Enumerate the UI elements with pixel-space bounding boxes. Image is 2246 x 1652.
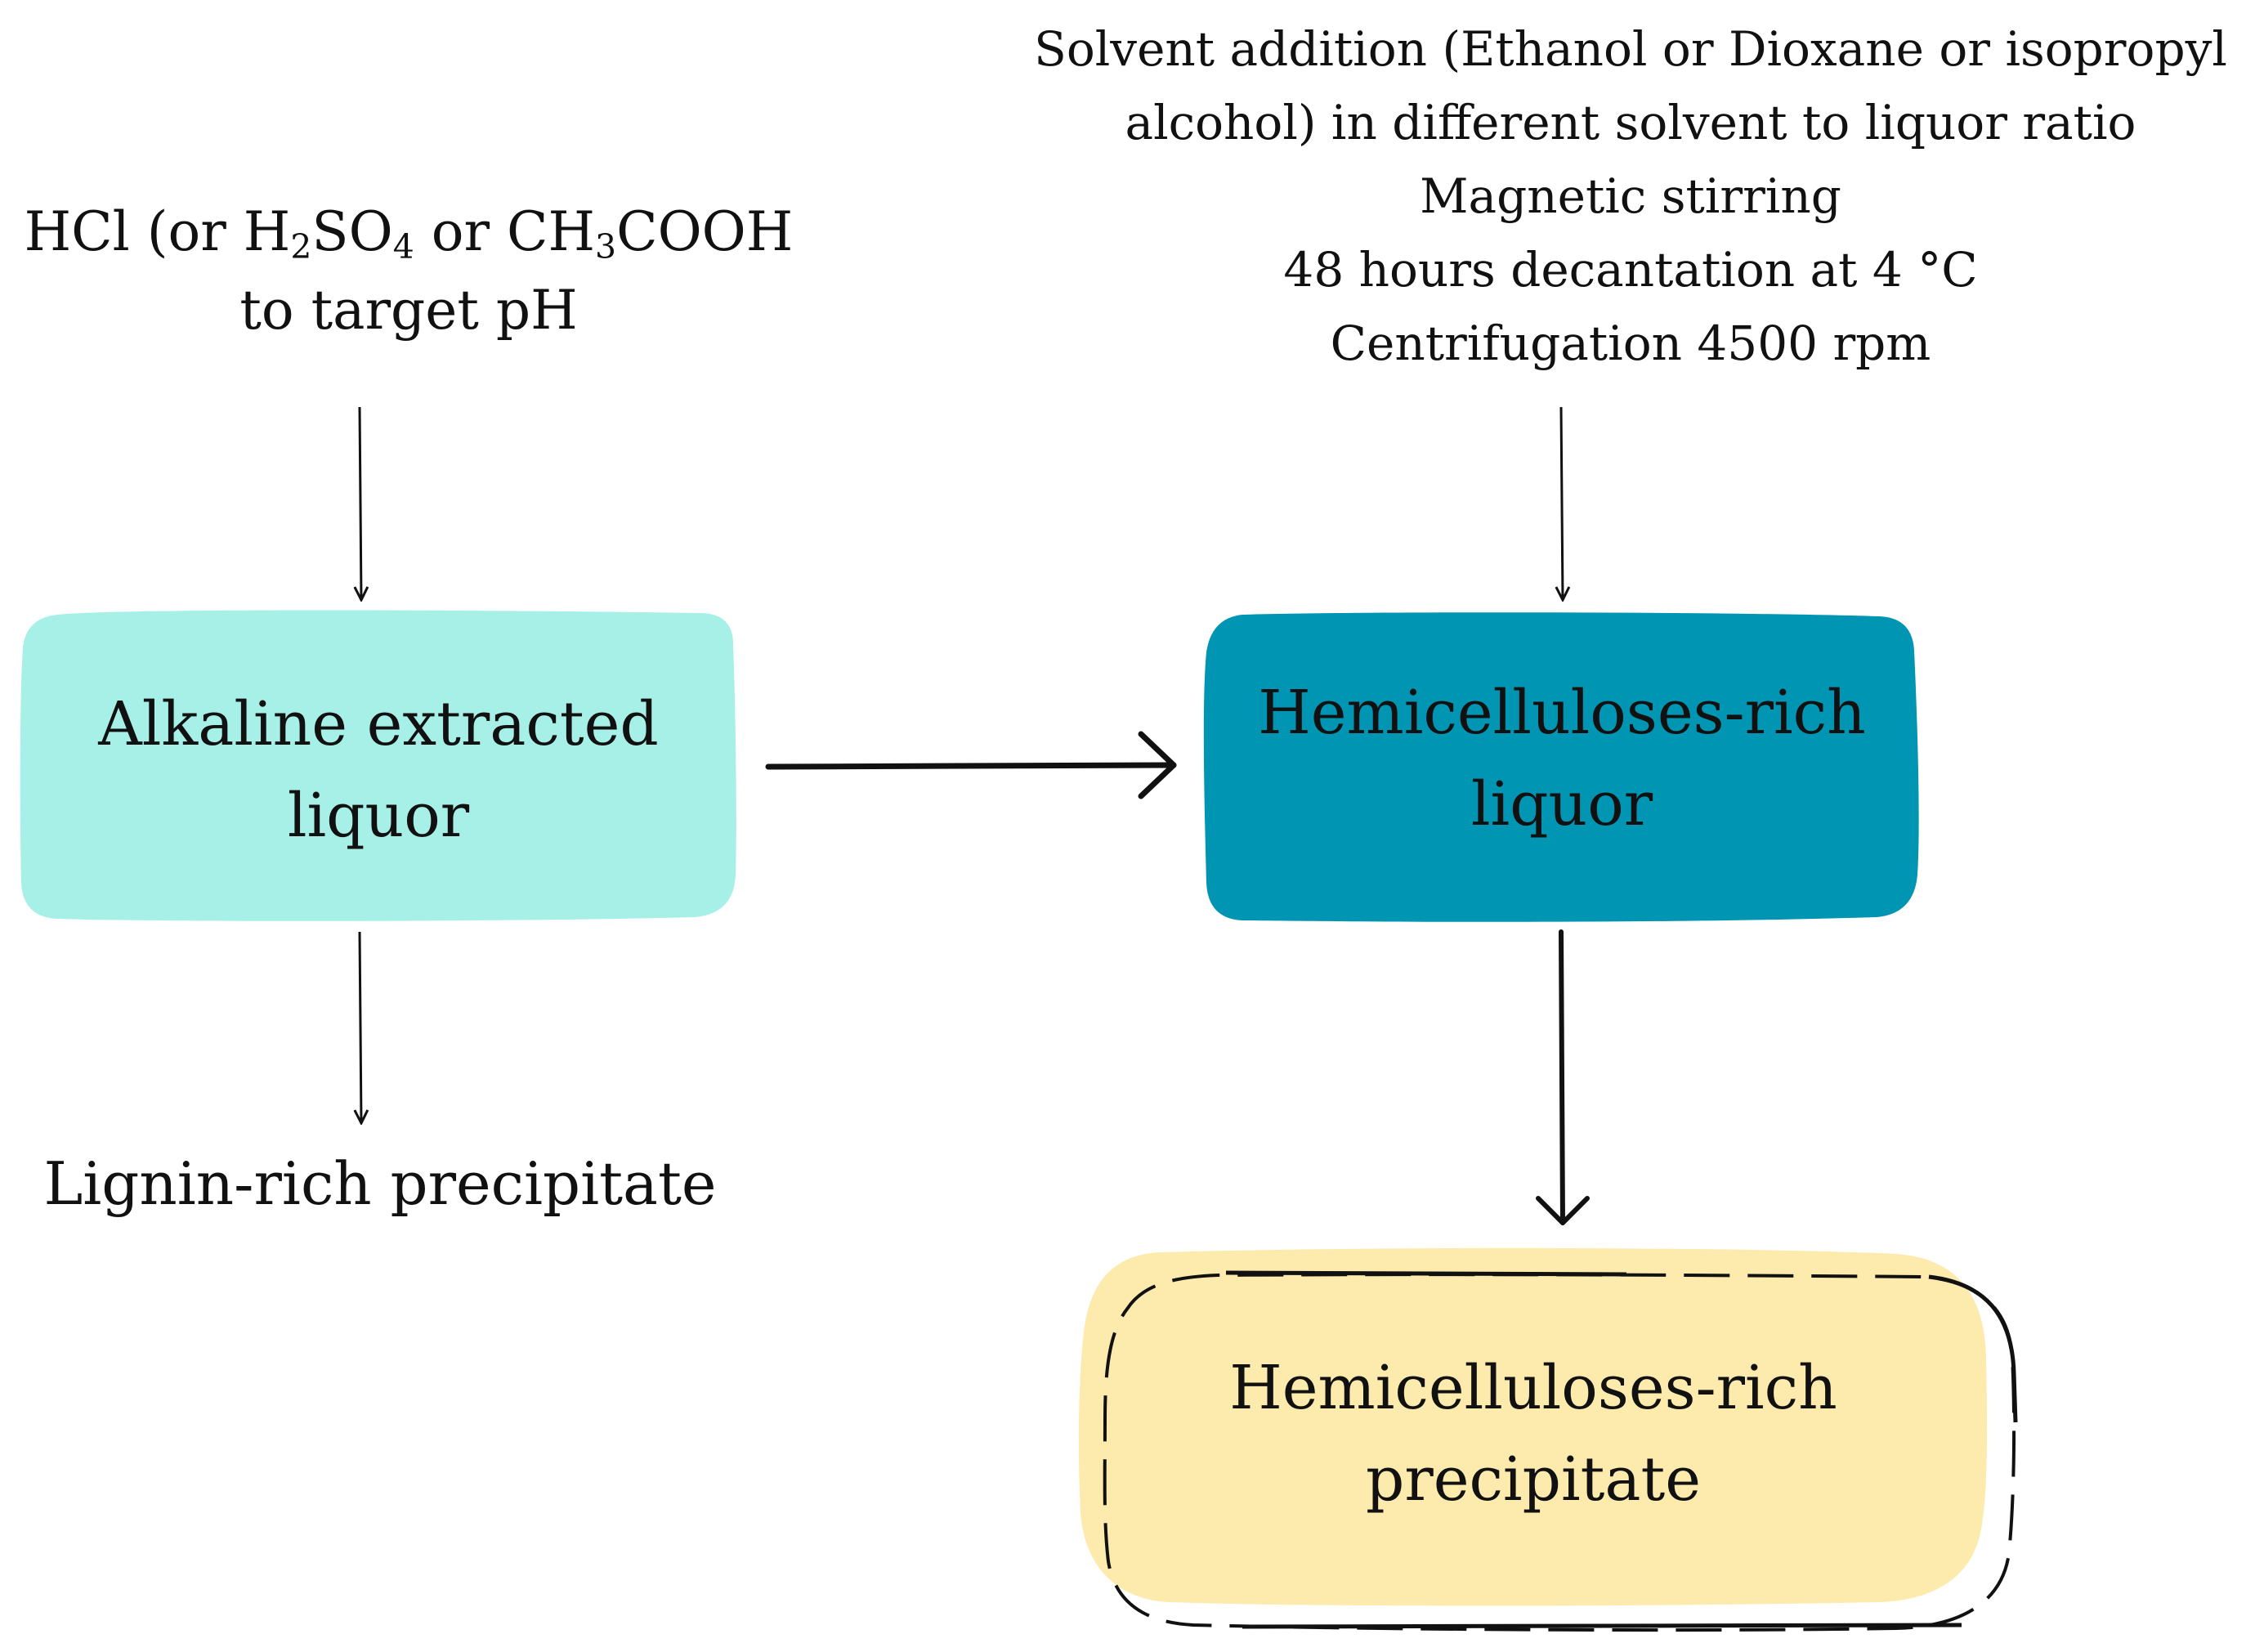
hemi-precipitate-outline bbox=[1103, 1273, 2016, 1632]
alkaline-liquor-line2: liquor bbox=[287, 781, 470, 851]
solvent-line-2: alcohol) in different solvent to liquor … bbox=[1125, 95, 2136, 150]
acid-addition-line1: HCl (or H2SO4 or CH3COOH bbox=[16, 193, 801, 271]
solvent-line-4: 48 hours decantation at 4 °C bbox=[1283, 242, 1978, 298]
acid-reagent-suffix: COOH bbox=[616, 200, 794, 263]
hemi-precipitate-line1: Hemicelluloses-rich bbox=[1229, 1353, 1837, 1423]
outline-solid-right bbox=[1928, 1274, 2018, 1423]
solvent-addition-label: Solvent addition (Ethanol or Dioxane or … bbox=[1026, 12, 2235, 380]
lignin-precipitate-label: Lignin-rich precipitate bbox=[43, 1149, 717, 1218]
acid-sub-2: 4 bbox=[392, 227, 414, 267]
acid-addition-label: HCl (or H2SO4 or CH3COOH to target pH bbox=[16, 193, 801, 350]
acid-addition-line2: to target pH bbox=[239, 279, 578, 342]
hemi-precipitate-box bbox=[1078, 1247, 1988, 1606]
alkaline-liquor-box bbox=[20, 610, 736, 921]
solvent-line-5: Centrifugation 4500 rpm bbox=[1330, 316, 1931, 371]
arrow-hemi-liquor-to-precipitate-head bbox=[1536, 1196, 1590, 1225]
outline-solid-bottom bbox=[1242, 1623, 1962, 1629]
hemi-liquor-line2: liquor bbox=[1470, 769, 1653, 839]
arrow-alkaline-to-hemi-liquor bbox=[765, 762, 1177, 770]
arrow-hemi-liquor-to-precipitate bbox=[1559, 929, 1565, 1225]
acid-reagent-middle-1: SO bbox=[311, 200, 393, 263]
hemi-liquor-box bbox=[1203, 612, 1919, 922]
solvent-line-1: Solvent addition (Ethanol or Dioxane or … bbox=[1034, 21, 2227, 77]
acid-reagent-middle-2: or CH bbox=[414, 200, 596, 263]
arrow-alkaline-to-hemi-liquor-head bbox=[1138, 731, 1177, 799]
outline-solid-top bbox=[1225, 1270, 1627, 1277]
alkaline-liquor-line1: Alkaline extracted bbox=[98, 689, 659, 759]
hemi-liquor-text: Hemicelluloses-rich liquor bbox=[1206, 667, 1917, 850]
arrow-alkaline-to-lignin bbox=[360, 931, 361, 1123]
hemi-liquor-line1: Hemicelluloses-rich bbox=[1258, 678, 1866, 748]
arrow-acid-to-alkaline bbox=[360, 406, 361, 600]
hemi-precipitate-text: Hemicelluloses-rich precipitate bbox=[1084, 1342, 1983, 1525]
acid-sub-1: 2 bbox=[290, 227, 312, 267]
hemi-precipitate-line2: precipitate bbox=[1365, 1444, 1702, 1515]
alkaline-liquor-text: Alkaline extracted liquor bbox=[21, 678, 736, 862]
arrow-solvent-to-hemi-liquor bbox=[1561, 406, 1563, 600]
acid-reagent-prefix: HCl (or H bbox=[24, 200, 291, 263]
acid-sub-3: 3 bbox=[595, 227, 617, 267]
solvent-line-3: Magnetic stirring bbox=[1420, 168, 1841, 224]
